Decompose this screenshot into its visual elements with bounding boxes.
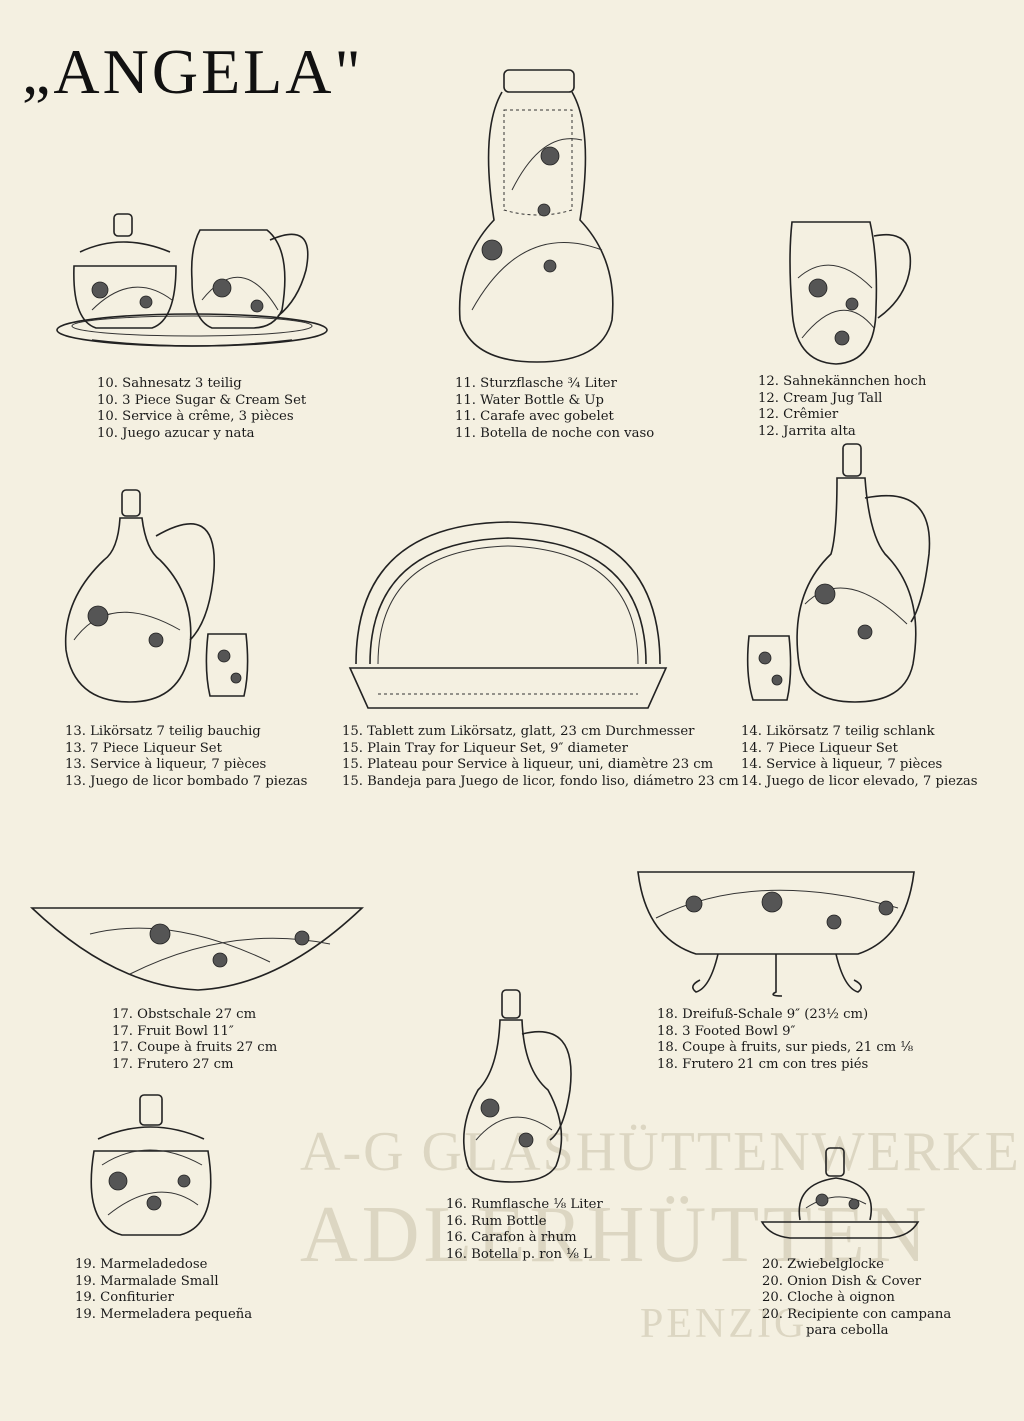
- onion-dish-illustration: [760, 1147, 920, 1239]
- caption-item-18: 18. Dreifuß-Schale 9″ (23½ cm)18. 3 Foot…: [657, 1007, 914, 1072]
- marmalade-jar-illustration: [90, 1094, 212, 1236]
- footed-bowl-illustration: [637, 871, 915, 997]
- water-bottle-illustration: [458, 69, 614, 363]
- cream-jug-illustration: [789, 221, 912, 365]
- sugar-cream-set-illustration: [56, 213, 328, 347]
- liqueur-set-round-illustration: [64, 489, 249, 703]
- fruit-bowl-illustration: [29, 907, 365, 991]
- watermark-city: PENZIG: [640, 1301, 808, 1347]
- rum-bottle-illustration: [463, 989, 572, 1183]
- liqueur-tray-illustration: [348, 521, 668, 709]
- page-title: „ANGELA": [22, 36, 364, 107]
- watermark-company: A-G GLASHÜTTENWERKE: [300, 1121, 1021, 1183]
- caption-item-15: 15. Tablett zum Likörsatz, glatt, 23 cm …: [342, 724, 739, 789]
- liqueur-set-slim-illustration: [746, 443, 931, 703]
